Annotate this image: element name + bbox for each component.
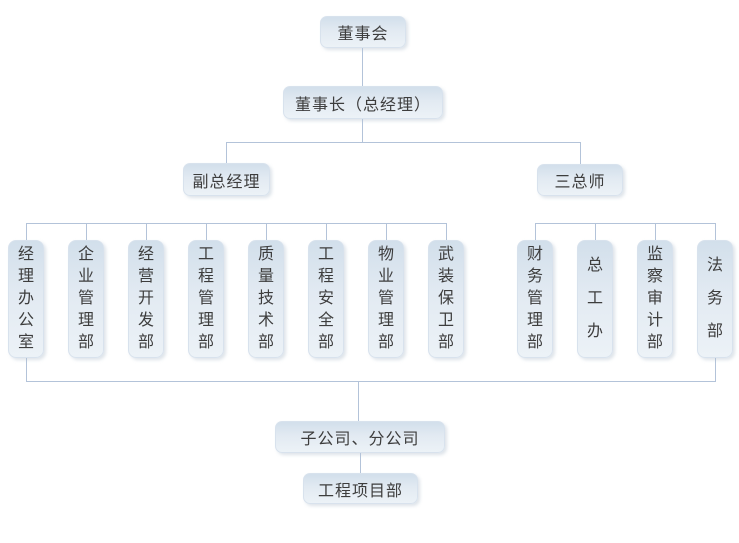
connector-line	[535, 223, 536, 240]
connector-line	[26, 358, 27, 381]
connector-line	[266, 223, 267, 240]
connector-line	[226, 142, 581, 143]
subsidiaries-label: 子公司、分公司	[300, 431, 420, 448]
dept-box: 物业管理部	[368, 240, 404, 358]
three-chiefs-label: 三总师	[554, 174, 606, 191]
dept-label: 武装保卫部	[437, 246, 454, 351]
dept-box: 经理办公室	[8, 240, 44, 358]
dept-box: 监察审计部	[637, 240, 673, 358]
dept-box: 财务管理部	[517, 240, 553, 358]
connector-line	[362, 48, 363, 86]
deputy-gm-box: 副总经理	[183, 163, 270, 196]
connector-line	[446, 223, 447, 240]
connector-rail-left	[26, 223, 446, 224]
dept-box: 法务部	[697, 240, 733, 358]
connector-rail-bottom	[26, 381, 716, 382]
dept-box: 质量技术部	[248, 240, 284, 358]
dept-label: 经营开发部	[137, 246, 154, 351]
dept-box: 工程管理部	[188, 240, 224, 358]
chairman-label: 董事长（总经理）	[294, 96, 431, 114]
dept-label: 工程管理部	[197, 246, 214, 351]
connector-line	[86, 223, 87, 240]
connector-line	[655, 223, 656, 240]
connector-line	[362, 119, 363, 142]
dept-label: 法务部	[706, 257, 723, 340]
connector-line	[226, 142, 227, 163]
dept-label: 物业管理部	[377, 246, 394, 351]
dept-label: 总工办	[586, 257, 603, 340]
dept-label: 企业管理部	[77, 246, 94, 351]
connector-line	[206, 223, 207, 240]
project-dept-label: 工程项目部	[317, 482, 403, 500]
connector-line	[715, 358, 716, 381]
deputy-gm-label: 副总经理	[192, 173, 261, 191]
project-dept-box: 工程项目部	[303, 473, 418, 504]
connector-line	[146, 223, 147, 240]
subsidiaries-box: 子公司、分公司	[275, 421, 445, 453]
connector-line	[358, 381, 359, 421]
chairman-box: 董事长（总经理）	[283, 86, 443, 119]
board-label: 董事会	[337, 26, 389, 43]
board-box: 董事会	[320, 16, 406, 48]
connector-line	[326, 223, 327, 240]
connector-line	[715, 223, 716, 240]
dept-box: 武装保卫部	[428, 240, 464, 358]
connector-line	[26, 223, 27, 240]
dept-label: 经理办公室	[17, 246, 34, 351]
connector-rail-right	[535, 223, 715, 224]
dept-box: 经营开发部	[128, 240, 164, 358]
connector-line	[595, 223, 596, 240]
three-chiefs-box: 三总师	[537, 164, 623, 196]
dept-label: 质量技术部	[257, 246, 274, 351]
connector-line	[360, 453, 361, 473]
dept-label: 财务管理部	[526, 246, 543, 351]
dept-box: 总工办	[577, 240, 613, 358]
dept-box: 工程安全部	[308, 240, 344, 358]
connector-line	[386, 223, 387, 240]
dept-box: 企业管理部	[68, 240, 104, 358]
connector-line	[580, 142, 581, 164]
dept-label: 工程安全部	[317, 246, 334, 351]
dept-label: 监察审计部	[646, 246, 663, 351]
